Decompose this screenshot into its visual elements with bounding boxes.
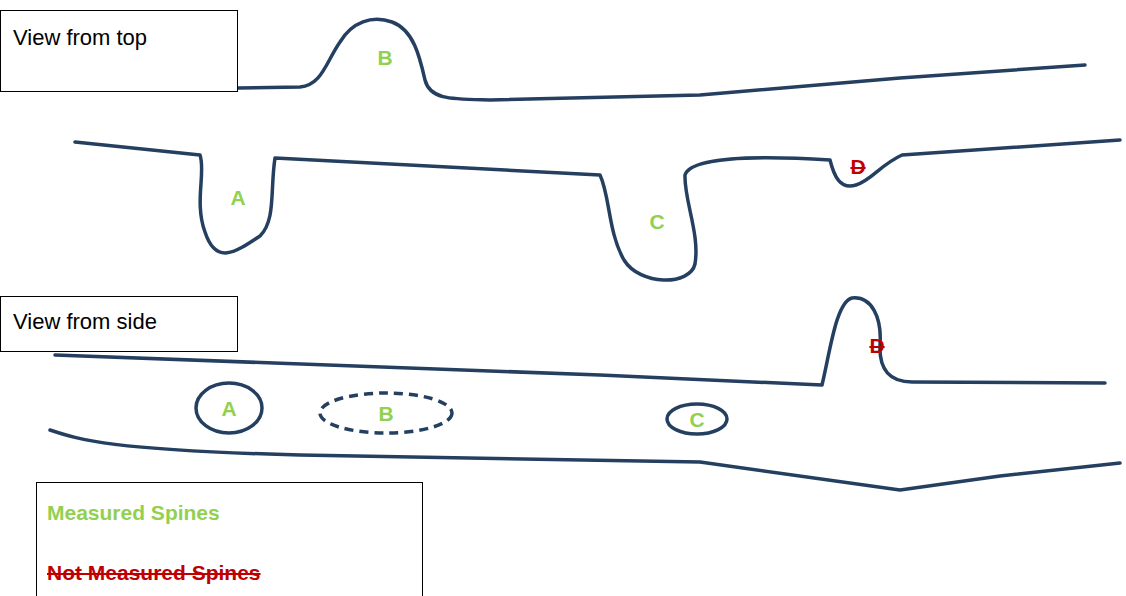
spine-letter: D bbox=[850, 155, 865, 179]
spine-letter: B bbox=[377, 46, 392, 70]
dendrite-outline bbox=[75, 140, 1120, 280]
legend-entry: Measured Spines bbox=[47, 501, 220, 525]
spine-letter: C bbox=[649, 210, 664, 234]
spine-outline bbox=[320, 393, 452, 433]
spine-letter: B bbox=[378, 403, 393, 424]
spine-outline bbox=[196, 383, 262, 433]
spine-head: B bbox=[318, 391, 454, 435]
spine-head: A bbox=[194, 381, 264, 435]
legend-entry: Not Measured Spines bbox=[47, 561, 261, 585]
view-title-box: View from top bbox=[0, 10, 238, 92]
view-title: View from side bbox=[13, 309, 225, 335]
spine-outline bbox=[667, 404, 727, 434]
view-title-box: View from side bbox=[0, 296, 238, 352]
spine-letter: A bbox=[230, 186, 245, 210]
dendrite-outline bbox=[50, 430, 1120, 490]
spine-letter: A bbox=[221, 398, 236, 419]
spine-letter: D bbox=[869, 334, 884, 358]
spine-letter: C bbox=[689, 409, 704, 430]
view-title: View from top bbox=[13, 25, 225, 51]
dendrite-outline bbox=[238, 19, 1085, 100]
legend-box: Measured SpinesNot Measured Spines bbox=[36, 482, 423, 596]
spine-head: C bbox=[665, 402, 729, 436]
